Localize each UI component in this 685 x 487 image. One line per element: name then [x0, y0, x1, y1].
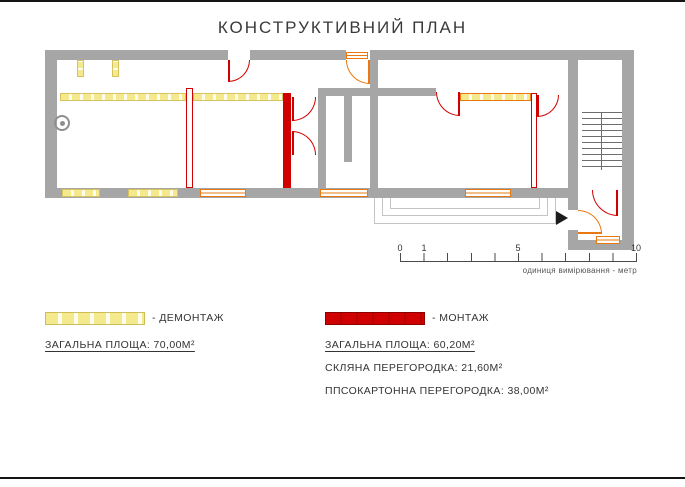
wall-interior-stub: [344, 96, 352, 162]
demolition-window-1: [62, 189, 100, 197]
wall-interior-horizontal-1: [318, 88, 378, 96]
montage-label: - МОНТАЖ: [432, 312, 489, 324]
demolition-total-area: ЗАГАЛЬНА ПЛОЩА: 70,00М²: [45, 339, 195, 351]
plasterboard-partition-area: ППСОКАРТОННА ПЕРЕГОРОДКА: 38,00М²: [325, 385, 549, 397]
scale-tick-label-1: 1: [421, 243, 427, 253]
wall-outer-bottom: [45, 188, 578, 198]
door-leaf-7: [616, 190, 618, 216]
demolition-swatch: [45, 312, 145, 325]
column-symbol: [54, 115, 70, 131]
wall-outer-right: [622, 50, 634, 250]
window-opening-2: [320, 189, 368, 197]
scale-tick-label-0: 0: [397, 243, 403, 253]
scale-tick-label-5: 5: [515, 243, 521, 253]
wall-outer-top: [45, 50, 634, 60]
stairs-center-line: [601, 112, 602, 170]
demolition-wall-2: [193, 93, 283, 101]
wall-lobby-bottom: [568, 240, 634, 250]
top-wall-vent: [346, 52, 368, 59]
terrace-outline-1: [374, 198, 556, 224]
door-arc-1: [228, 60, 250, 82]
door-leaf-8: [578, 232, 602, 234]
entrance-arrow-icon: [556, 211, 568, 225]
montage-wall-2: [283, 93, 291, 188]
demolition-wall-1: [60, 93, 186, 101]
door-opening-top-1: [228, 50, 250, 60]
stairs: [582, 112, 622, 170]
door-arc-7: [592, 190, 618, 216]
montage-swatch: [325, 312, 425, 325]
scale-tick-label-10: 10: [630, 243, 641, 253]
demolition-stub-2: [112, 60, 119, 77]
door-leaf-5: [458, 92, 460, 116]
door-leaf-1: [228, 60, 230, 82]
terrace-outline-3: [390, 198, 540, 209]
door-arc-4: [292, 131, 316, 155]
scale-line: [400, 261, 637, 262]
montage-wall-1: [186, 88, 193, 188]
bottom-border-line: [0, 477, 685, 479]
demolition-wall-3: [460, 93, 531, 101]
door-leaf-4: [292, 131, 294, 155]
window-opening-1: [200, 189, 246, 197]
door-arc-2: [346, 60, 370, 84]
door-arc-5: [436, 92, 460, 116]
scale-ticks: [400, 253, 637, 261]
demolition-label: - ДЕМОНТАЖ: [152, 312, 224, 324]
terrace-outline-2: [382, 198, 548, 216]
door-arc-8: [578, 210, 602, 234]
wall-stair-separator: [568, 60, 578, 188]
wall-interior-vertical-2: [370, 60, 378, 188]
wall-outer-left: [45, 50, 57, 198]
column-symbol-center: [60, 121, 65, 126]
door-arc-6: [537, 95, 559, 117]
montage-wall-3: [531, 93, 537, 188]
scale-caption: одиниця вимірювання - метр: [522, 266, 637, 275]
montage-total-area: ЗАГАЛЬНА ПЛОЩА: 60,20М²: [325, 339, 475, 351]
top-border-line: [0, 0, 685, 2]
wall-interior-vertical-1: [318, 88, 326, 188]
page-title: КОНСТРУКТИВНИЙ ПЛАН: [217, 18, 468, 37]
wall-lobby-left-upper: [568, 198, 578, 210]
glass-partition-area: СКЛЯНА ПЕРЕГОРОДКА: 21,60М²: [325, 362, 503, 374]
window-opening-3: [465, 189, 511, 197]
door-leaf-6: [537, 95, 539, 117]
lobby-window: [596, 236, 620, 244]
door-leaf-3: [292, 97, 294, 121]
door-leaf-2: [368, 60, 370, 84]
wall-interior-horizontal-2: [378, 88, 436, 96]
demolition-stub-1: [77, 60, 84, 77]
demolition-window-2: [128, 189, 178, 197]
door-arc-3: [292, 97, 316, 121]
